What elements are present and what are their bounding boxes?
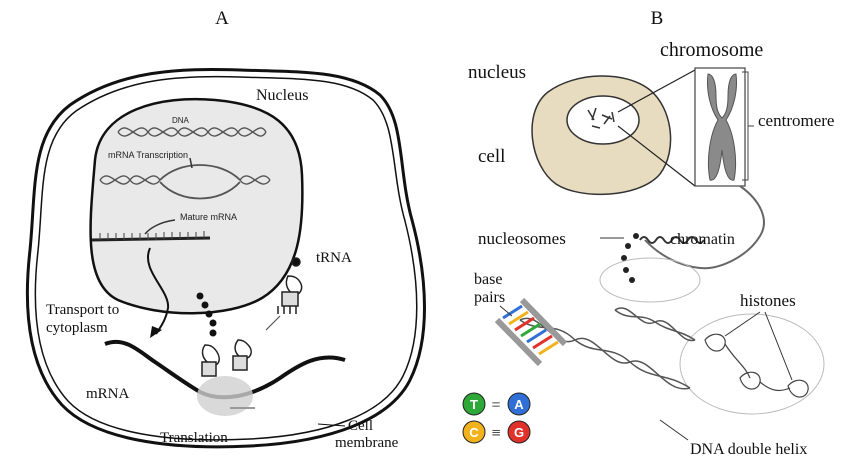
cell-membrane-pointer-icon: [317, 423, 346, 427]
adenine-badge-icon: [507, 392, 531, 416]
transcription-helix-icon: [99, 164, 271, 200]
dna-double-helix-label: DNA double helix: [690, 441, 807, 458]
transport-arrowhead-icon: [150, 326, 162, 338]
centromere-bracket-icon: [742, 71, 754, 181]
trna-label: tRNA: [316, 250, 352, 266]
nucleosomes-label: nucleosomes: [478, 229, 566, 248]
trna-arrow-icon: [265, 315, 281, 331]
panel-a-letter: A: [215, 8, 229, 29]
nucleus-label-b: nucleus: [468, 62, 526, 83]
thymine-badge-icon: [462, 392, 486, 416]
base-pairs-label-line1: base: [474, 271, 502, 288]
mature-mrna-icon: [91, 236, 211, 242]
dna-helix-icon: [117, 127, 267, 137]
cytosine-badge-icon: [462, 420, 486, 444]
nucleosome-beads-icon: [621, 233, 639, 283]
dna-label: DNA: [172, 116, 190, 125]
transport-label-line2: cytoplasm: [46, 320, 108, 336]
panel-b: B: [462, 8, 834, 458]
trna-icon-3: [277, 257, 303, 314]
cytosine-letter: C: [469, 425, 479, 440]
dna-pointer-icon: [659, 419, 689, 441]
cell-label: cell: [478, 146, 505, 167]
zoom-line-top-icon: [617, 69, 696, 113]
mature-mrna-label: Mature mRNA: [180, 212, 237, 222]
nucleosome-zoom-ellipse: [599, 257, 701, 303]
guanine-letter: G: [514, 425, 524, 440]
panel-a: A: [25, 8, 426, 451]
base-pairs-ladder-icon: [494, 297, 568, 367]
chromatin-coil-icon: [639, 236, 705, 244]
transport-arrow-icon: [147, 247, 170, 335]
chromosome-label: chromosome: [660, 39, 763, 61]
thymine-letter: T: [470, 397, 478, 412]
chromatin-label: chromatin: [670, 231, 735, 248]
cell-membrane-label-line1: Cell: [348, 418, 373, 434]
chromosome-icon: [707, 73, 737, 181]
nucleus-label: Nucleus: [256, 87, 308, 104]
histones-label: histones: [740, 291, 796, 310]
mature-mrna-bases: [99, 231, 205, 240]
trna-icon-1: [201, 344, 220, 377]
cell-membrane-inner: [34, 75, 418, 441]
adenine-letter: A: [514, 397, 524, 412]
mrna-label: mRNA: [86, 386, 130, 402]
triple-bond-symbol: ≡: [491, 425, 500, 442]
base-pairs-pointer-icon: [499, 305, 513, 317]
chromosomes-small-icon: [587, 107, 615, 129]
panel-b-letter: B: [651, 8, 664, 29]
translation-label: Translation: [160, 430, 228, 446]
mrna-transcription-label: mRNA Transcription: [108, 150, 188, 160]
inner-nucleus-shape: [566, 95, 640, 145]
cell-membrane-label-line2: membrane: [335, 435, 399, 451]
base-pairs-label-line2: pairs: [474, 289, 505, 306]
base-pair-key: T = A C ≡ G: [462, 392, 531, 444]
chromatin-fiber-icon: [644, 185, 765, 270]
zoom-line-bottom-icon: [617, 125, 696, 187]
centromere-label: centromere: [758, 111, 834, 130]
nucleus-shape: [89, 97, 304, 315]
histones-zoom-ellipse: [679, 313, 825, 415]
ribosome-icon: [197, 376, 253, 416]
transport-label-line1: Transport to: [46, 302, 119, 318]
histones-pointer-1-icon: [724, 311, 761, 337]
histone-loops-icon: [704, 333, 809, 398]
trna-icon-2: [232, 339, 252, 371]
double-bond-symbol: =: [491, 397, 500, 414]
amino-acid-chain-icon: [196, 292, 217, 337]
mature-arrow-icon: [144, 219, 176, 235]
transcription-arrow-icon: [189, 157, 193, 169]
histones-pointer-2-icon: [764, 311, 793, 381]
guanine-badge-icon: [507, 420, 531, 444]
